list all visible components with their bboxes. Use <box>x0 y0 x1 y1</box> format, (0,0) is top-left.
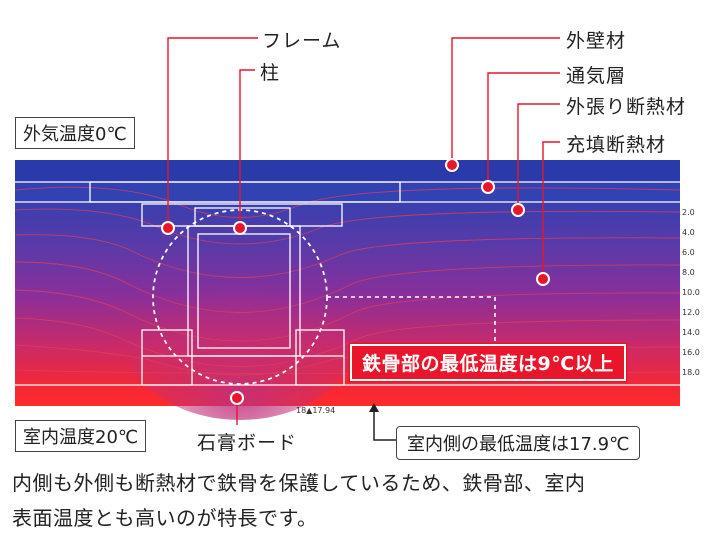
exterior-wall-band <box>15 160 680 182</box>
scale-tick: 6.0 <box>682 248 695 257</box>
indoor-min-temp-note: 室内側の最低温度は17.9℃ <box>396 426 641 460</box>
scale-tick: 12.0 <box>682 308 700 317</box>
scale-tick: 14.0 <box>682 328 700 337</box>
indoor-temp-label: 室内温度20℃ <box>15 420 147 452</box>
air-layer-label: 通気層 <box>566 65 627 87</box>
scale-tick: 2.0 <box>682 208 695 217</box>
scale-tick: 18.0 <box>682 368 700 377</box>
isotherm-lines <box>14 186 681 376</box>
min-temp-marker: 18▲17.94 <box>296 406 336 415</box>
external-insulation-label: 外張り断熱材 <box>566 96 687 118</box>
scale-tick: 16.0 <box>682 348 700 357</box>
gypsum-board-label: 石膏ボード <box>197 432 298 454</box>
scale-tick: 8.0 <box>682 268 695 277</box>
frame-label: フレーム <box>262 30 342 52</box>
filled-insulation-label: 充填断熱材 <box>566 134 667 156</box>
scale-tick: 10.0 <box>682 288 700 297</box>
scale-tick: 4.0 <box>682 228 695 237</box>
caption-line-1: 内側も外側も断熱材で鉄骨を保護しているため、鉄骨部、室内 <box>12 471 586 495</box>
outdoor-temp-label: 外気温度0℃ <box>15 117 135 149</box>
column-label: 柱 <box>260 62 281 84</box>
steel-min-temp-note: 鉄骨部の最低温度は9℃以上 <box>350 344 626 381</box>
caption-line-2: 表面温度とも高いのが特長です。 <box>12 506 318 530</box>
callout-lines <box>167 37 560 425</box>
callout-dots <box>161 158 550 405</box>
exterior-wall-label: 外壁材 <box>566 30 627 52</box>
